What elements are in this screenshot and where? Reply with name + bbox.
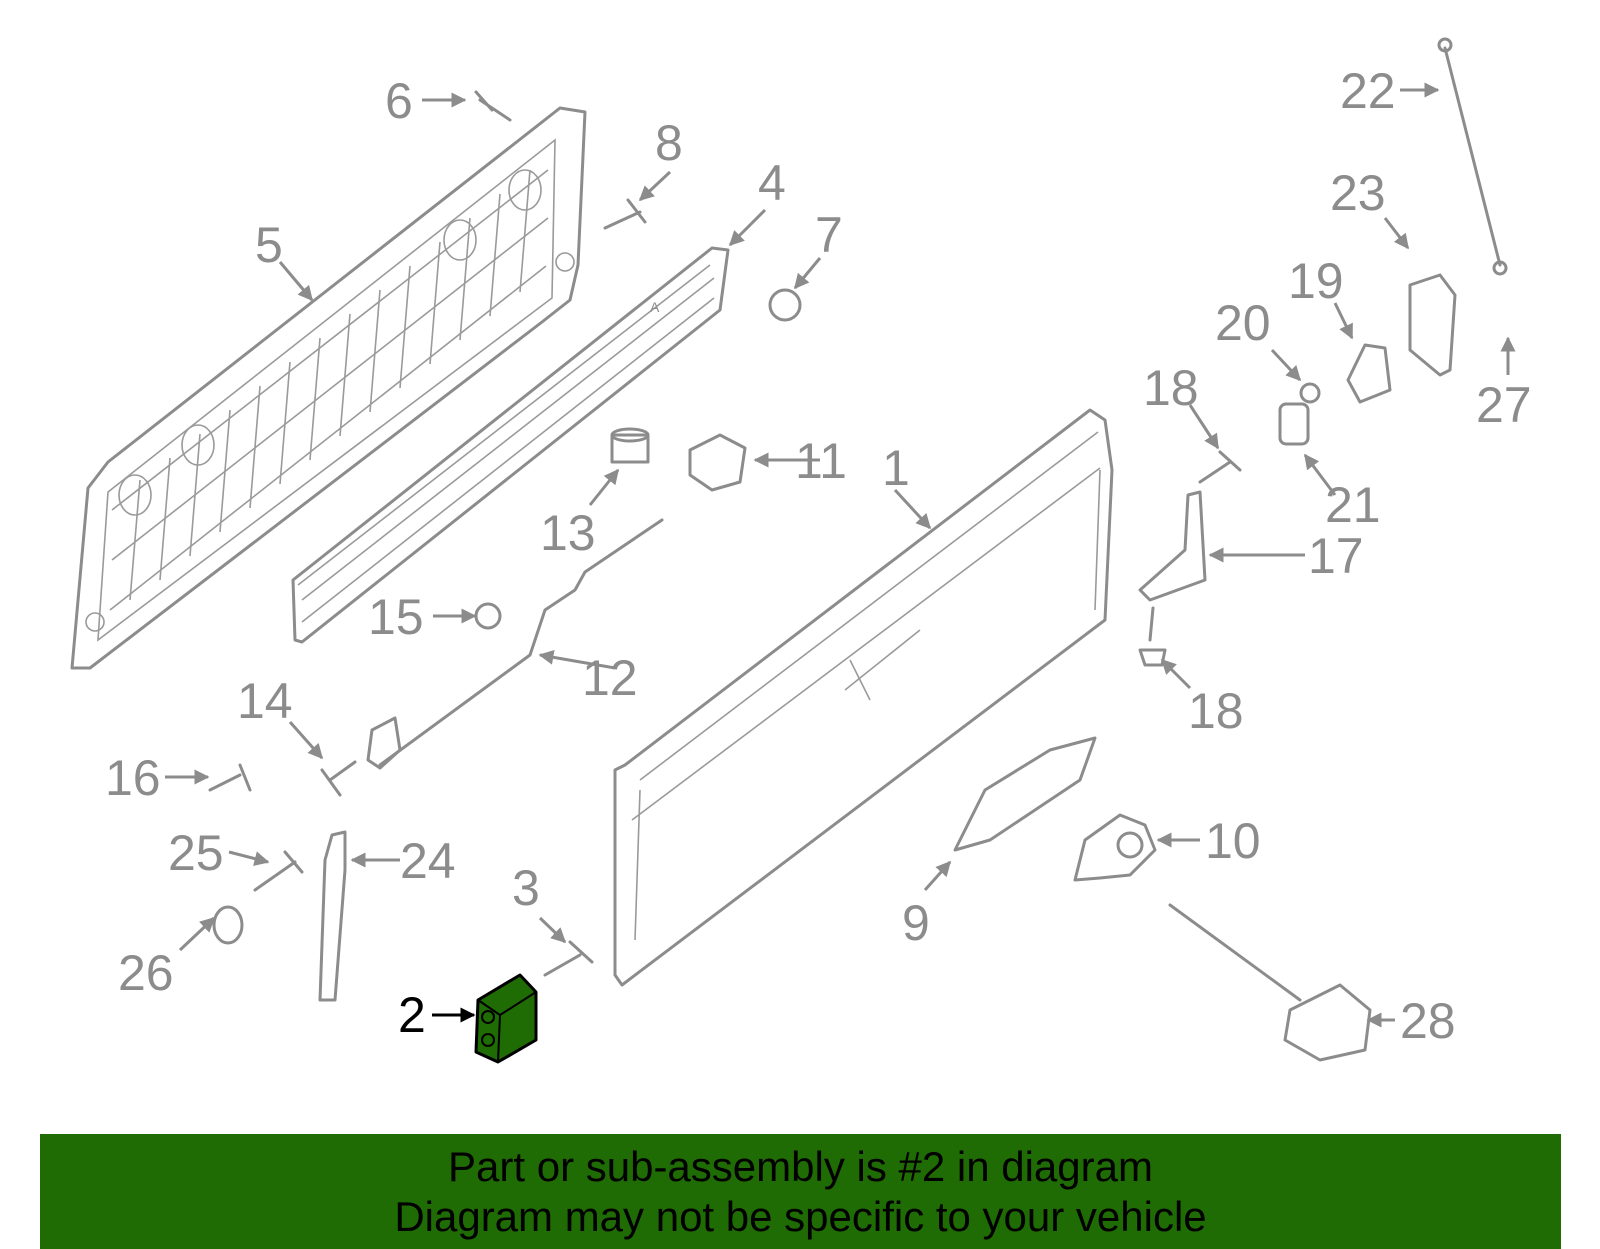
bracket-11 [688,433,747,492]
callout-13: 13 [540,505,596,561]
bolt-6 [474,90,512,122]
tailgate-shell [613,408,1114,987]
callout-23: 23 [1330,165,1386,221]
washer-27 [212,905,244,945]
callout-19: 19 [1288,253,1344,309]
bolt-3 [543,940,594,977]
callout-14: 14 [237,673,293,729]
callout-4: 4 [758,155,786,211]
callout-15: 15 [368,589,424,645]
hinge-plate [1346,343,1392,404]
banner-line-2: Diagram may not be specific to your vehi… [394,1193,1207,1240]
callout-6: 6 [385,73,413,129]
cable-bracket [1138,490,1207,602]
bolt-18-upper [1198,450,1242,484]
callout-8: 8 [655,115,683,171]
callout-18-upper: 18 [1143,360,1199,416]
plug-15 [474,602,502,630]
banner-line-1: Part or sub-assembly is #2 in diagram [448,1143,1153,1190]
callout-11: 11 [795,433,847,489]
clip-16 [208,763,252,792]
bolt-8 [603,198,647,230]
callout-1: 1 [882,440,910,496]
callout-2: 2 [398,987,426,1043]
tailgate-liner-panel [70,106,587,670]
callout-9: 9 [902,895,930,951]
info-banner: Part or sub-assembly is #2 in diagram Di… [40,1134,1561,1249]
svg-text:A: A [650,299,660,315]
callout-12: 12 [582,650,638,706]
callout-3: 3 [512,860,540,916]
rod-clip [366,716,402,770]
callout-26: 25 [168,825,224,881]
callout-27: 26 [118,945,174,1001]
latch [1073,813,1157,882]
callout-16: 16 [105,750,161,806]
callout-10: 10 [1205,813,1261,869]
callout-22: 22 [1340,63,1396,119]
gasket [1278,402,1310,446]
bolt-26 [253,850,304,892]
bumper-13 [610,433,650,464]
tailgate-handle [953,736,1097,852]
reinforcement-strip: A [291,246,730,644]
support-strut [1443,46,1502,267]
nut-20 [1299,382,1321,404]
parts-diagram: A [70,37,1532,1064]
hinge-bracket [1408,273,1457,377]
latch-rod [378,518,664,767]
callout-5: 5 [255,217,283,273]
callout-21: 21 [1325,477,1381,533]
callout-18-lower: 18 [1188,683,1244,739]
release-switch [1283,983,1372,1062]
nut-7 [768,288,802,322]
check-cable-25 [318,830,347,1002]
callout-24: 27 [1476,377,1532,433]
callout-28: 28 [1400,993,1456,1049]
callout-20: 20 [1215,295,1271,351]
part-2-highlighted [474,973,538,1064]
pin-14 [320,760,357,797]
callout-7: 7 [815,207,843,263]
release-cable [1168,903,1302,1002]
callout-17: 17 [1308,528,1364,584]
bolt-18-lower [1138,606,1167,667]
callout-25: 24 [400,833,456,889]
